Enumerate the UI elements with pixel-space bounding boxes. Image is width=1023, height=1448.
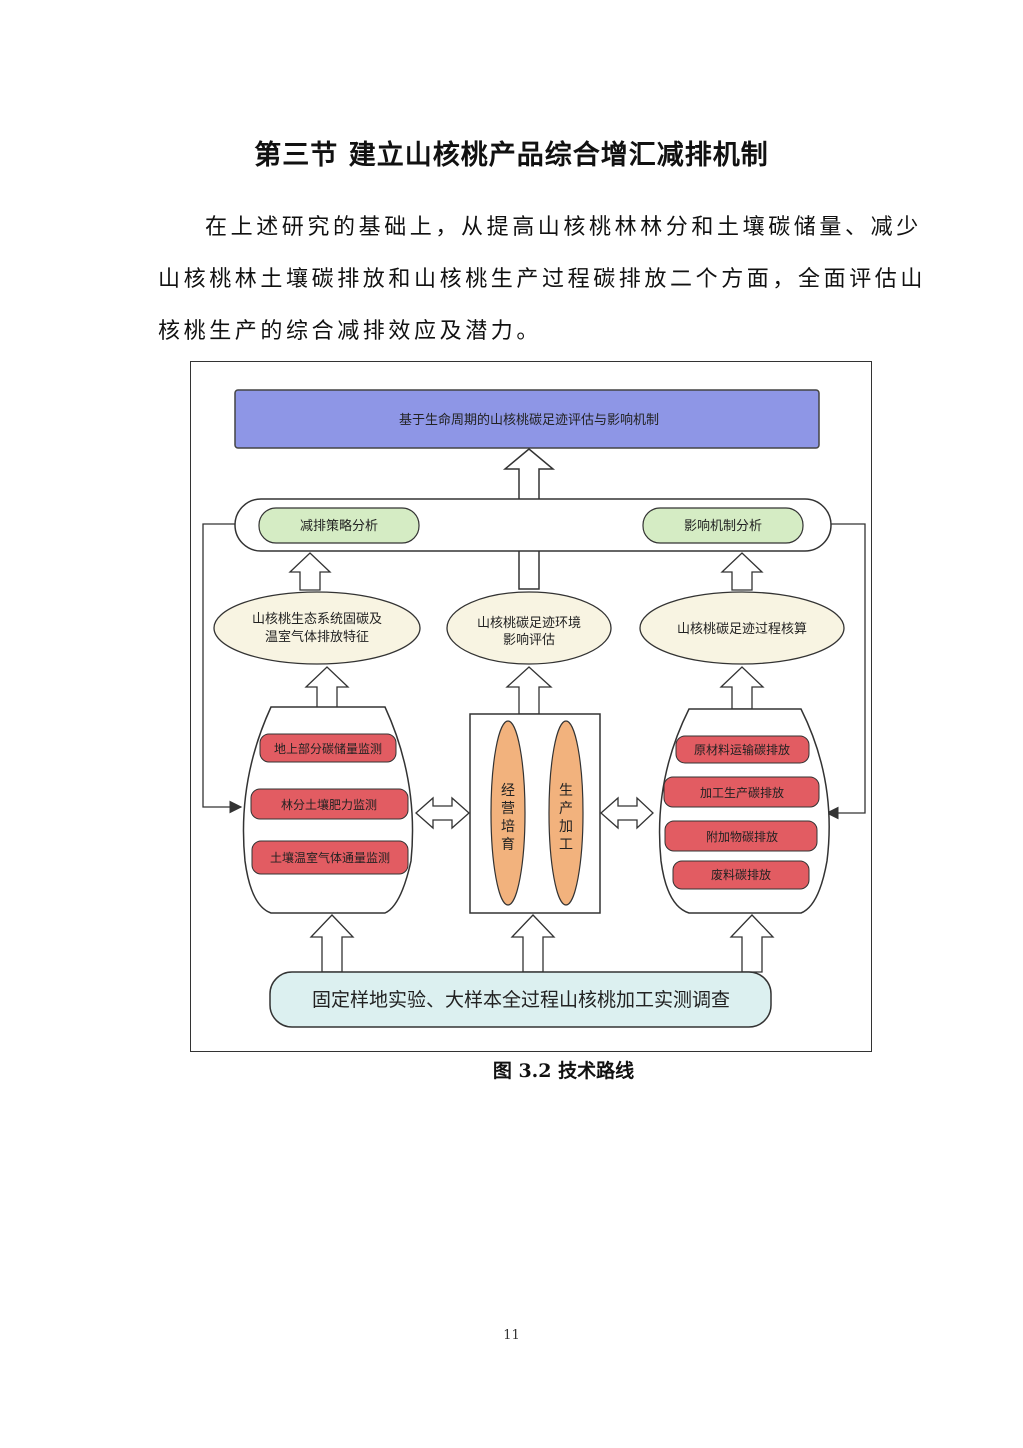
left-feedback-line	[202, 523, 243, 814]
left-item-2-label: 林分土壤肥力监测	[281, 797, 377, 812]
bottom-right-up-arrow	[729, 914, 775, 973]
ellipse-middle-line2: 影响评估	[503, 632, 555, 648]
ellipse-left-line2: 温室气体排放特征	[265, 629, 369, 645]
left-up-arrow-2	[304, 666, 350, 710]
right-up-arrow-2	[719, 666, 765, 710]
figure-caption: 图 3.2 技术路线	[492, 1060, 635, 1082]
center-left-char-2: 营	[501, 801, 515, 817]
paragraph-line-1: 在上述研究的基础上，从提高山核桃林林分和土壤碳储量、减少	[205, 215, 922, 240]
ellipse-middle	[446, 591, 612, 665]
top-box	[234, 389, 820, 449]
analysis-left-label: 减排策略分析	[300, 518, 378, 534]
ellipse-right	[639, 591, 845, 665]
ellipse-left	[213, 591, 421, 665]
bottom-box-label: 固定样地实验、大样本全过程山核桃加工实测调查	[312, 989, 730, 1011]
center-right-char-2: 产	[559, 801, 573, 817]
right-item-4-label: 废料碳排放	[711, 867, 771, 882]
analysis-right-label: 影响机制分析	[684, 518, 762, 534]
left-item-3-label: 土壤温室气体通量监测	[270, 850, 390, 865]
left-double-arrow	[415, 796, 470, 830]
analysis-right-box	[642, 507, 804, 544]
ellipse-middle-line1: 山核桃碳足迹环境	[477, 616, 581, 631]
right-item-2	[663, 776, 820, 808]
page-number: 11	[503, 1328, 520, 1343]
ellipse-right-label: 山核桃碳足迹过程核算	[677, 622, 807, 637]
right-item-3-label: 附加物碳排放	[706, 829, 778, 844]
center-right-pill	[548, 720, 584, 906]
right-up-arrow-1	[720, 552, 764, 591]
paragraph-line-3: 核桃生产的综合减排效应及潜力。	[158, 319, 543, 344]
left-item-1	[259, 733, 397, 763]
center-left-pill	[490, 720, 526, 906]
right-item-1	[675, 735, 810, 764]
middle-up-arrow-2	[505, 666, 553, 715]
left-item-1-label: 地上部分碳储量监测	[274, 741, 382, 756]
bottom-box	[269, 971, 772, 1028]
center-right-char-1: 生	[559, 783, 573, 799]
section-title: 第三节 建立山核桃产品综合增汇减排机制	[254, 140, 769, 171]
right-item-2-label: 加工生产碳排放	[700, 785, 784, 800]
bottom-left-up-arrow	[309, 914, 355, 973]
left-item-3	[251, 840, 409, 875]
right-feedback-line	[825, 523, 866, 820]
bottom-middle-up-arrow	[510, 914, 556, 973]
analysis-left-box	[258, 507, 420, 544]
left-item-2	[250, 788, 409, 820]
top-box-label: 基于生命周期的山核桃碳足迹评估与影响机制	[399, 412, 659, 428]
technical-route-diagram: 基于生命周期的山核桃碳足迹评估与影响机制 减排策略分析 影响机制分析 山核桃生态…	[202, 389, 866, 1028]
center-left-char-3: 培	[501, 819, 515, 835]
center-left-char-4: 育	[501, 837, 515, 853]
center-right-char-3: 加	[559, 819, 573, 835]
ellipse-left-line1: 山核桃生态系统固碳及	[252, 612, 382, 627]
right-item-1-label: 原材料运输碳排放	[694, 742, 790, 757]
right-item-4	[672, 860, 810, 890]
left-up-arrow-1	[288, 552, 332, 591]
center-right-char-4: 工	[559, 837, 573, 853]
paragraph-line-2: 山核桃林土壤碳排放和山核桃生产过程碳排放二个方面，全面评估山	[158, 267, 927, 292]
technical-route-figure: 基于生命周期的山核桃碳足迹评估与影响机制 减排策略分析 影响机制分析 山核桃生态…	[190, 361, 872, 1052]
center-left-char-1: 经	[501, 783, 515, 799]
right-double-arrow	[600, 796, 654, 830]
right-item-3	[664, 820, 818, 852]
